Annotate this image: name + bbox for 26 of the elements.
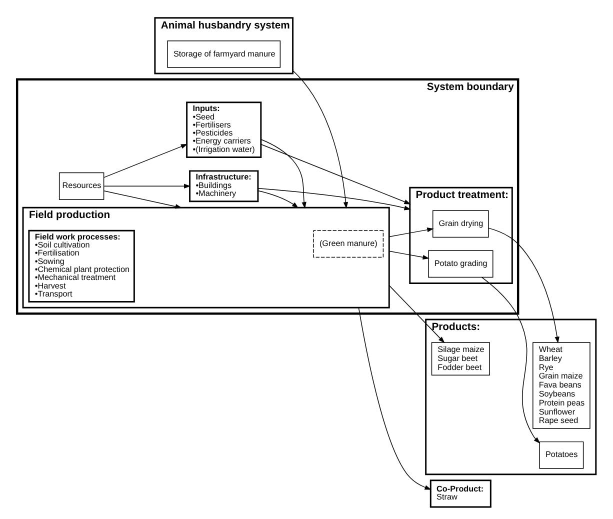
arrow: [104, 190, 182, 209]
arrow: [488, 228, 560, 344]
node-box: Silage maize Sugar beet Fodder beet: [431, 342, 490, 376]
node-box: Field work processes: •Soil cultivation •Fertilisation •Sowing •Chemical plant protection •Mechanical treatment •Harvest •Transport: [28, 230, 135, 302]
arrow: [258, 190, 299, 208]
arrow: [388, 250, 430, 260]
arrow: [260, 139, 306, 209]
node-box: Grain drying: [432, 210, 489, 238]
node-box: Inputs: •Seed •Fertilisers •Pesticides •Energy carriers •(Irrigation water): [186, 102, 262, 158]
node-box: (Green manure): [313, 230, 384, 258]
arrow: [388, 228, 434, 238]
node-box: Potato grading: [428, 250, 494, 278]
arrow: [104, 144, 188, 178]
arrow: [258, 188, 411, 210]
node-box: Potatoes: [539, 441, 584, 469]
node-box: Co-Product: Straw: [430, 480, 492, 508]
node-box: Storage of farmyard manure: [167, 40, 281, 68]
node-box: Wheat Barley Rye Grain maize Fava beans Soybeans Protein peas Sunflower Rape seed: [532, 342, 590, 429]
node-box: Resources: [58, 172, 104, 200]
node-box: Infrastructure: •Buildings •Machinery: [189, 170, 259, 202]
arrow: [388, 285, 445, 344]
arrow: [260, 144, 411, 204]
arrow: [482, 276, 540, 444]
arrow: [292, 70, 348, 209]
arrow: [104, 184, 191, 188]
arrow: [358, 307, 432, 490]
